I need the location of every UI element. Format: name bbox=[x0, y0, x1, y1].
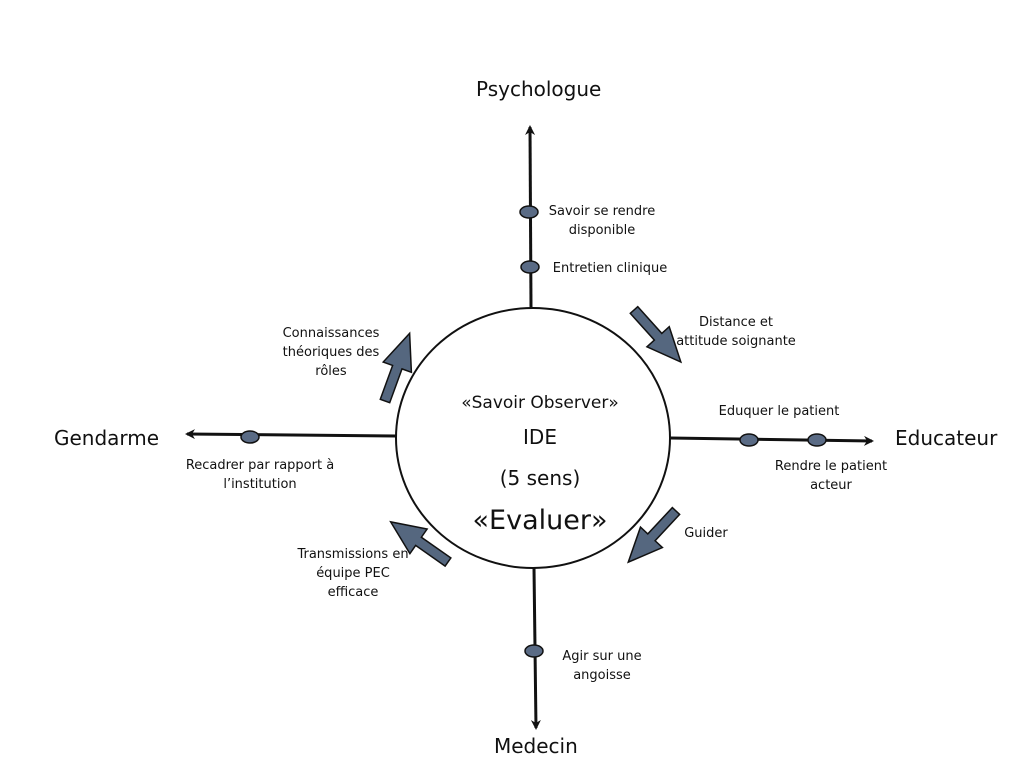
node-recadrer bbox=[240, 430, 260, 444]
node-agir-angoisse bbox=[524, 644, 544, 658]
center-savoir-observer: «Savoir Observer» bbox=[461, 393, 619, 413]
label-transmissions: Transmissions en équipe PEC efficace bbox=[297, 547, 409, 600]
role-educateur: Educateur bbox=[895, 426, 998, 450]
label-guider: Guider bbox=[684, 526, 728, 541]
center-ide: IDE bbox=[523, 425, 557, 449]
node-rendre-acteur bbox=[807, 433, 827, 447]
label-rendre-acteur: Rendre le patient acteur bbox=[774, 459, 888, 493]
axis-left-arrow bbox=[185, 429, 397, 440]
label-entretien-clinique: Entretien clinique bbox=[552, 261, 668, 276]
label-connaissances: Connaissances théoriques des rôles bbox=[282, 326, 380, 379]
node-savoir-disponible bbox=[519, 205, 539, 219]
center-5-sens: (5 sens) bbox=[499, 466, 581, 490]
axis-right-arrow bbox=[669, 435, 874, 446]
role-medecin: Medecin bbox=[494, 734, 578, 758]
label-recadrer: Recadrer par rapport à l’institution bbox=[185, 458, 335, 492]
center-evaluer: «Evaluer» bbox=[472, 505, 608, 536]
role-gendarme: Gendarme bbox=[54, 426, 160, 450]
label-savoir-disponible: Savoir se rendre disponible bbox=[548, 204, 656, 238]
block-arrow-top-right-icon bbox=[629, 305, 683, 364]
label-eduquer-patient: Eduquer le patient bbox=[718, 404, 840, 419]
role-psychologue: Psychologue bbox=[476, 77, 602, 101]
node-entretien-clinique bbox=[520, 260, 540, 274]
block-arrow-bottom-left-icon bbox=[389, 520, 452, 568]
block-arrow-bottom-right-icon bbox=[626, 506, 681, 564]
label-agir-angoisse: Agir sur une angoisse bbox=[562, 649, 642, 683]
label-distance-attitude: Distance et attitude soignante bbox=[676, 315, 796, 349]
block-arrow-top-left-icon bbox=[379, 331, 413, 404]
node-eduquer-patient bbox=[739, 433, 759, 447]
